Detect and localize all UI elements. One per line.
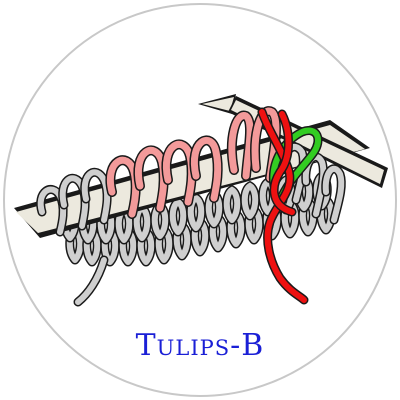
gray-yarn-tail <box>73 255 109 307</box>
gray-stitches-on-needle <box>36 167 112 237</box>
pink-stitches-on-needle <box>105 106 281 219</box>
knitting-illustration <box>14 94 388 307</box>
red-working-yarn <box>257 107 309 305</box>
badge-caption: Tulips-B <box>135 328 265 363</box>
